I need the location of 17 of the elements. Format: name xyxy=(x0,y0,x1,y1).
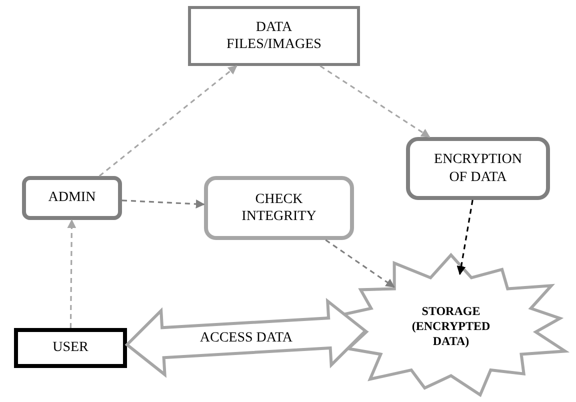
process-box xyxy=(188,6,360,66)
node-label: DATA FILES/IMAGES xyxy=(226,18,322,54)
process-box xyxy=(22,176,122,220)
dashed-arrow xyxy=(98,65,238,177)
dashed-arrow xyxy=(67,219,76,328)
node-label: ADMIN xyxy=(47,189,97,207)
node-label: ENCRYPTION OF DATA xyxy=(433,151,523,186)
dashed-arrow xyxy=(456,200,474,276)
dashed-arrow xyxy=(122,200,205,208)
dashed-arrow xyxy=(325,239,395,288)
process-box xyxy=(406,137,550,200)
node-label: USER xyxy=(52,339,90,357)
node-label: CHECK INTEGRITY xyxy=(240,190,318,226)
node-label: STORAGE (ENCRYPTED DATA) xyxy=(410,304,492,348)
process-box xyxy=(14,328,127,368)
process-box xyxy=(204,176,354,240)
dashed-arrow xyxy=(320,65,430,138)
